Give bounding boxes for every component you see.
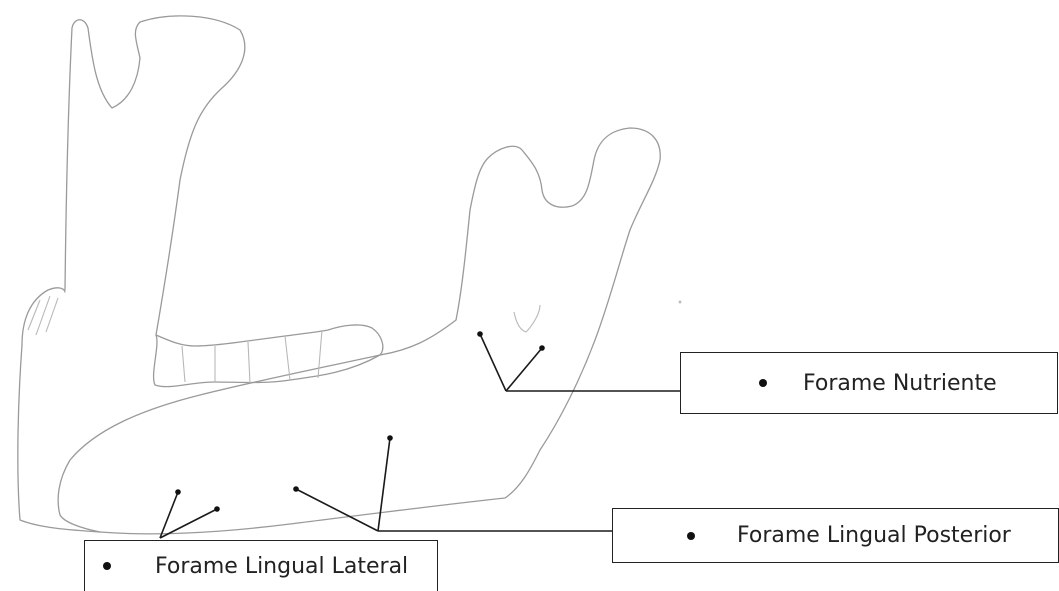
bullet-icon [759, 379, 767, 387]
label-forame-lingual-posterior: Forame Lingual Posterior [612, 508, 1059, 563]
pin-lateral-1 [175, 489, 181, 495]
pin-nutriente-1 [477, 331, 483, 337]
mandible-sketch [18, 16, 685, 534]
chin-outline [18, 345, 100, 532]
teeth-row [154, 325, 383, 387]
mandible-body-outline [58, 320, 456, 532]
pin-nutriente-2 [539, 345, 545, 351]
bullet-icon [687, 532, 695, 540]
posterior-ramus-border [456, 128, 660, 450]
bullet-icon [103, 562, 111, 570]
speck [679, 301, 681, 303]
far-incisor-detail [28, 296, 58, 335]
leader-nutriente [477, 331, 680, 391]
pin-lateral-2 [214, 506, 220, 512]
label-text: Forame Nutriente [803, 371, 997, 396]
far-ramus-outline [65, 16, 245, 335]
label-forame-lingual-lateral: Forame Lingual Lateral [84, 540, 438, 591]
far-incisor-outline [22, 288, 65, 345]
label-text: Forame Lingual Posterior [737, 523, 1011, 548]
label-forame-nutriente: Forame Nutriente [680, 352, 1058, 414]
pin-posterior-1 [293, 486, 299, 492]
pin-posterior-2 [387, 435, 393, 441]
foramen-mark [514, 305, 540, 332]
label-text: Forame Lingual Lateral [155, 554, 408, 579]
leader-lingual-posterior [293, 435, 612, 531]
leader-lingual-lateral [160, 489, 220, 538]
teeth-dividers [182, 330, 322, 383]
